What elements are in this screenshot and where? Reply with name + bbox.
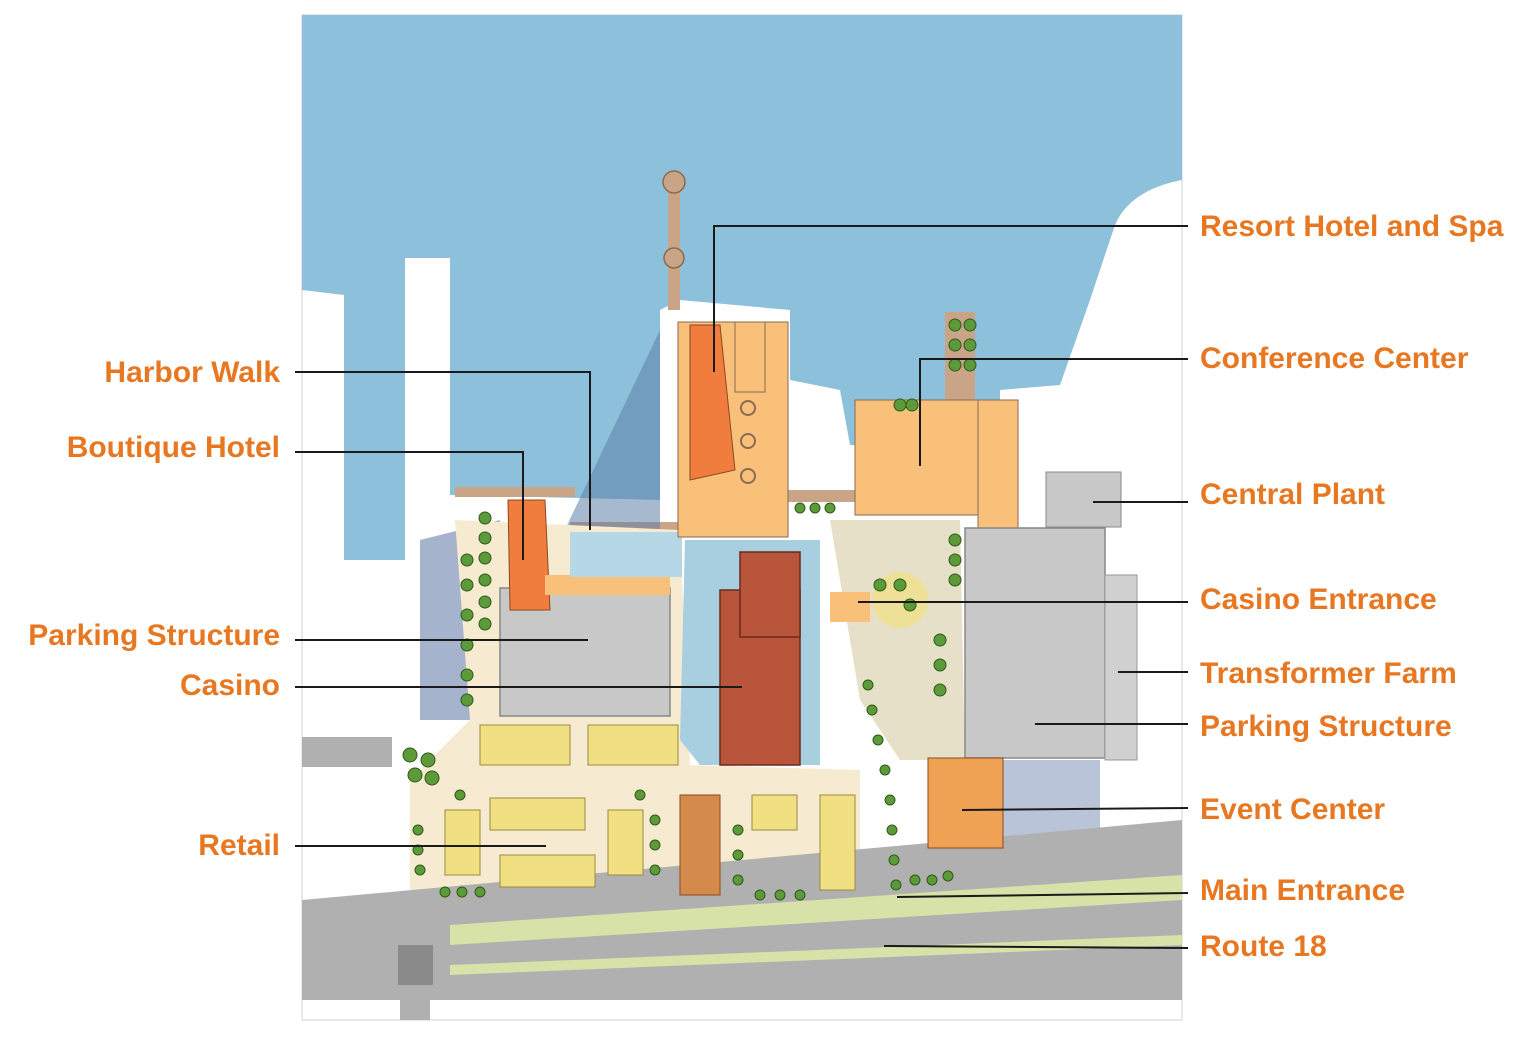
label-casino-entrance: Casino Entrance [1200,583,1437,616]
central-plant-building [1045,471,1122,528]
label-parking-structure-right: Parking Structure [1200,710,1452,743]
label-harbor-walk: Harbor Walk [104,356,280,389]
retail-block [444,809,481,876]
label-event-center: Event Center [1200,793,1386,826]
pier [405,258,450,560]
conference-center-building [854,399,996,516]
label-casino: Casino [179,669,280,702]
label-main-entrance: Main Entrance [1200,874,1406,907]
leader-resort-hotel [713,225,1188,372]
label-conference-center: Conference Center [1200,342,1469,375]
label-central-plant: Central Plant [1200,478,1386,511]
leader-event-center [961,807,1189,811]
label-resort-hotel-and-spa: Resort Hotel and Spa [1200,210,1504,243]
leader-boutique-hotel [295,451,524,560]
event-center-building [927,757,1004,849]
leader-route-18 [883,945,1189,949]
transformer-farm [1104,574,1138,761]
leader-main-entrance [896,892,1189,898]
label-boutique-hotel: Boutique Hotel [66,431,280,464]
trees [402,318,977,901]
label-transformer-farm: Transformer Farm [1200,657,1457,690]
leader-lines [295,225,1189,949]
label-parking-structure-left: Parking Structure [28,619,280,652]
intersection [398,945,433,985]
leader-harbor-walk [295,371,591,530]
casino-entrance-canopy [830,592,870,622]
boutique-hotel-building [507,499,551,611]
leader-conference-center [919,358,1188,466]
label-retail: Retail [198,829,280,862]
label-route-18: Route 18 [1200,930,1327,963]
harbor-walk-path [455,487,575,497]
